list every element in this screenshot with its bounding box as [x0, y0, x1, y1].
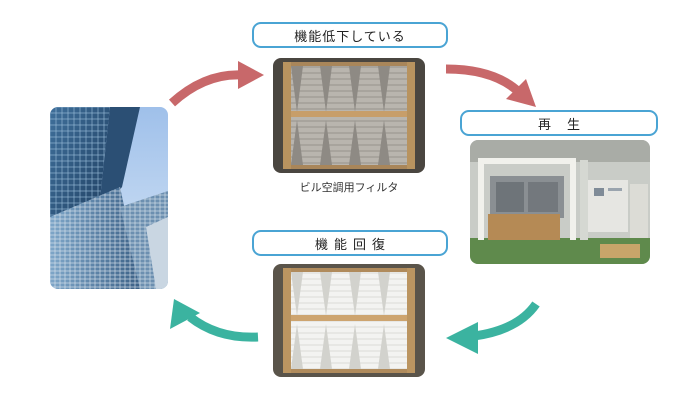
regeneration-machine-photo	[470, 140, 650, 264]
arrow-degraded-to-regeneration	[440, 55, 550, 115]
clean-air-filter-photo	[273, 264, 425, 377]
label-restored: 機能回復	[252, 230, 448, 256]
arrow-restored-to-building	[160, 295, 270, 355]
filter-caption: ビル空調用フィルタ	[260, 179, 438, 195]
label-degraded: 機能低下している	[252, 22, 448, 48]
office-buildings-photo	[50, 107, 168, 289]
label-regeneration: 再生	[460, 110, 658, 136]
arrow-building-to-degraded	[160, 55, 270, 115]
dirty-air-filter-photo	[273, 58, 425, 173]
arrow-regeneration-to-restored	[440, 300, 550, 360]
